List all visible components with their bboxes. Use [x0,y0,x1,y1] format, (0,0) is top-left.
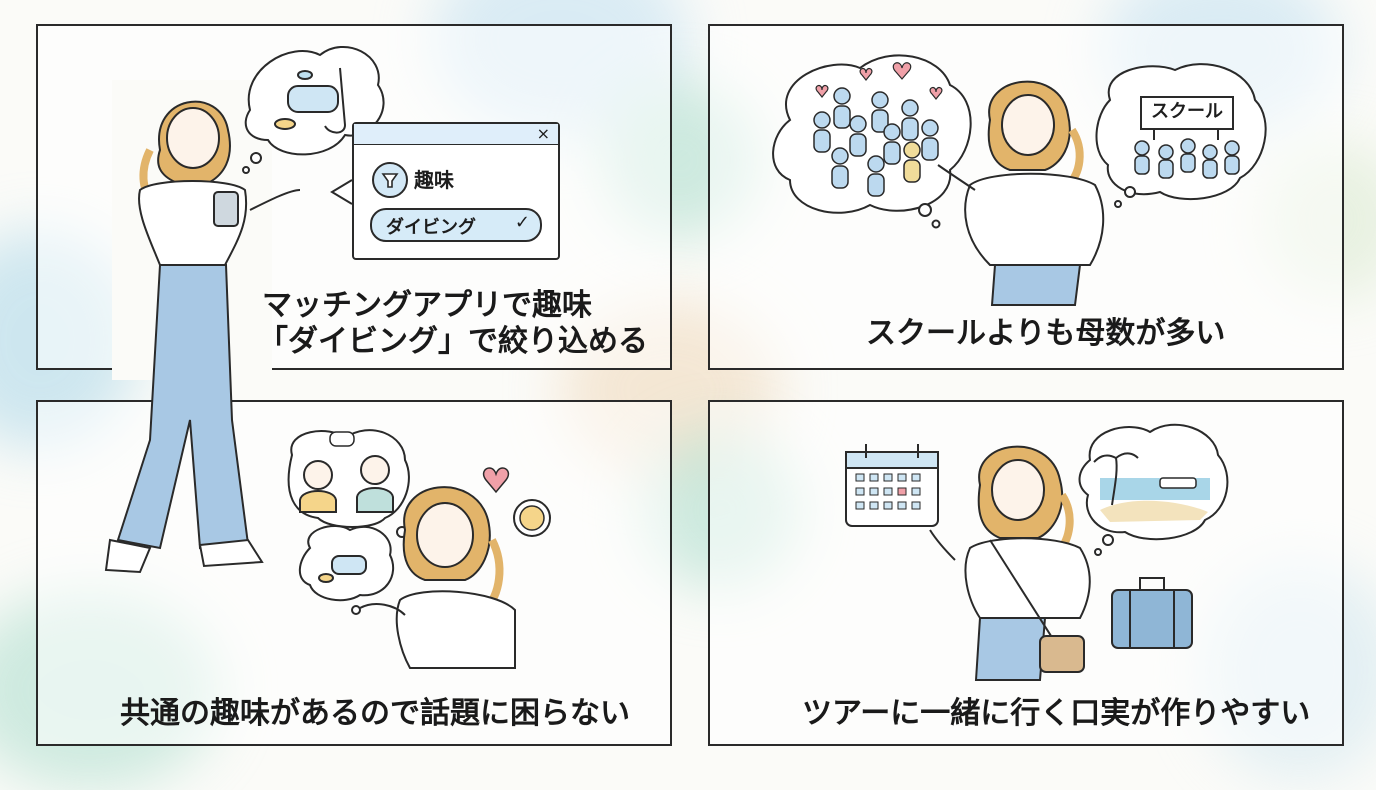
beach-thought-bubble [1078,423,1229,556]
illustrations [104,45,1267,681]
caption-filter-line1: マッチングアプリで趣味 [262,288,592,323]
woman-traveler-illustration [929,445,1091,681]
filter-category-label: 趣味 [414,168,454,192]
caption-conversation: 共通の趣味があるので話題に困らない [120,696,630,731]
funnel-icon [372,162,408,198]
check-icon: ✓ [514,212,530,233]
heart-icon [482,467,510,494]
conversation-bubble [287,429,416,548]
woman-laughing-illustration [359,486,516,669]
laughing-emoji-icon [513,499,551,537]
hobby-filter-popup: × 趣味 ダイビング ✓ [352,122,560,260]
calendar-icon [845,444,939,527]
woman-standing-illustration [104,80,301,574]
suitcase-icon [1111,577,1193,649]
school-bubble [1095,63,1267,208]
school-sign: スクール [1140,96,1234,130]
woman-pointing-illustration [937,80,1105,306]
caption-population: スクールよりも母数が多い [866,316,1226,351]
diving-mask-bubble [298,525,395,615]
caption-tour: ツアーに一緒に行く口実が作りやすい [802,696,1311,731]
close-icon[interactable]: × [536,124,550,143]
chip-label: ダイビング [386,217,476,238]
caption-filter-line2: 「ダイビング」で絞り込める [258,324,648,359]
crowd-bubble [772,54,972,229]
selected-hobby-chip[interactable]: ダイビング ✓ [370,208,542,242]
popup-title-bar: × [354,124,558,145]
snorkel-thought-bubble [242,45,385,174]
